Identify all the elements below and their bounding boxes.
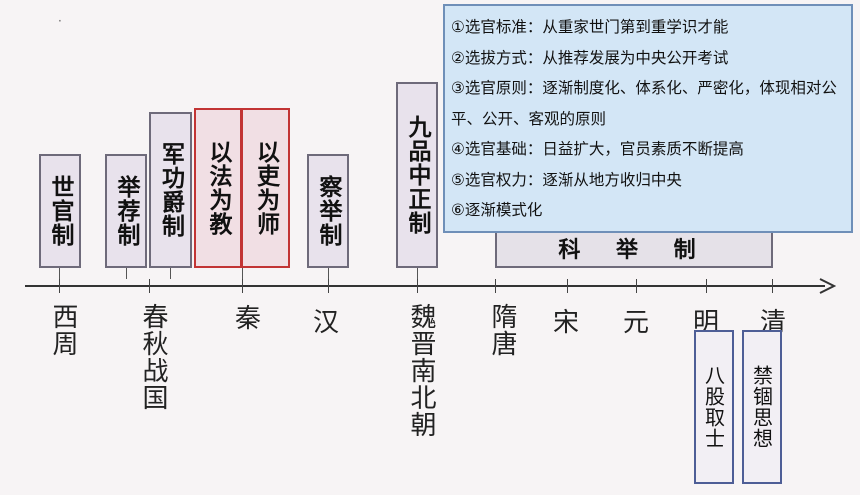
summary-item: ①选官标准：从重家世门第到重学识才能 (451, 18, 729, 36)
system-label: 举荐制 (113, 175, 139, 247)
dynasty-label: 宋 (553, 308, 581, 338)
summary-item: ⑤选官权力：逐渐从地方收归中央 (451, 170, 682, 189)
dynasty-label: 隋唐 (487, 303, 517, 357)
dynasty-label: 春秋战国 (138, 303, 168, 411)
system-box-yifa: 以法为教 (194, 108, 242, 268)
keju-label: 科 举 制 (558, 238, 710, 263)
timeline-arrow-icon (819, 278, 836, 294)
system-box-yili: 以吏为师 (241, 108, 290, 268)
system-box-shiguan: 世官制 (39, 154, 81, 268)
system-label: 世官制 (47, 175, 73, 247)
bottom-box-jingu: 禁锢思想 (742, 330, 782, 484)
summary-box: ①选官标准：从重家世门第到重学识才能 ②选拔方式：从推荐发展为中央公开考试 ③选… (443, 4, 853, 233)
system-box-keju: 科 举 制 (495, 228, 773, 268)
system-label: 察举制 (315, 175, 341, 247)
timeline-axis (25, 285, 825, 287)
dynasty-label: 西周 (48, 303, 78, 357)
system-box-jujian: 举荐制 (105, 154, 147, 268)
summary-item: ③选官原则：逐渐制度化、体系化、严密化，体现相对公平、公开、客观的原则 (451, 79, 837, 128)
dynasty-label: 汉 (313, 308, 341, 338)
summary-item: ②选拔方式：从推荐发展为中央公开考试 (451, 48, 729, 67)
system-label: 以法为教 (205, 140, 231, 236)
stray-dot: · (58, 14, 62, 28)
dynasty-label: 魏晋南北朝 (406, 303, 436, 438)
system-label: 以吏为师 (252, 140, 279, 236)
bottom-box-bagu: 八股取士 (694, 330, 734, 484)
system-box-chaju: 察举制 (307, 154, 349, 268)
summary-item: ⑥逐渐模式化 (451, 201, 543, 219)
system-box-jiupin: 九品中正制 (396, 82, 438, 268)
system-box-jungong: 军功爵制 (149, 112, 192, 268)
dynasty-label: 元 (623, 308, 651, 338)
system-label: 军功爵制 (157, 142, 184, 238)
dynasty-label: 秦 (235, 304, 263, 334)
system-label: 九品中正制 (404, 115, 430, 235)
bottom-box-label: 禁锢思想 (749, 365, 774, 449)
summary-item: ④选官基础：日益扩大，官员素质不断提高 (451, 140, 744, 158)
bottom-box-label: 八股取士 (701, 365, 726, 449)
